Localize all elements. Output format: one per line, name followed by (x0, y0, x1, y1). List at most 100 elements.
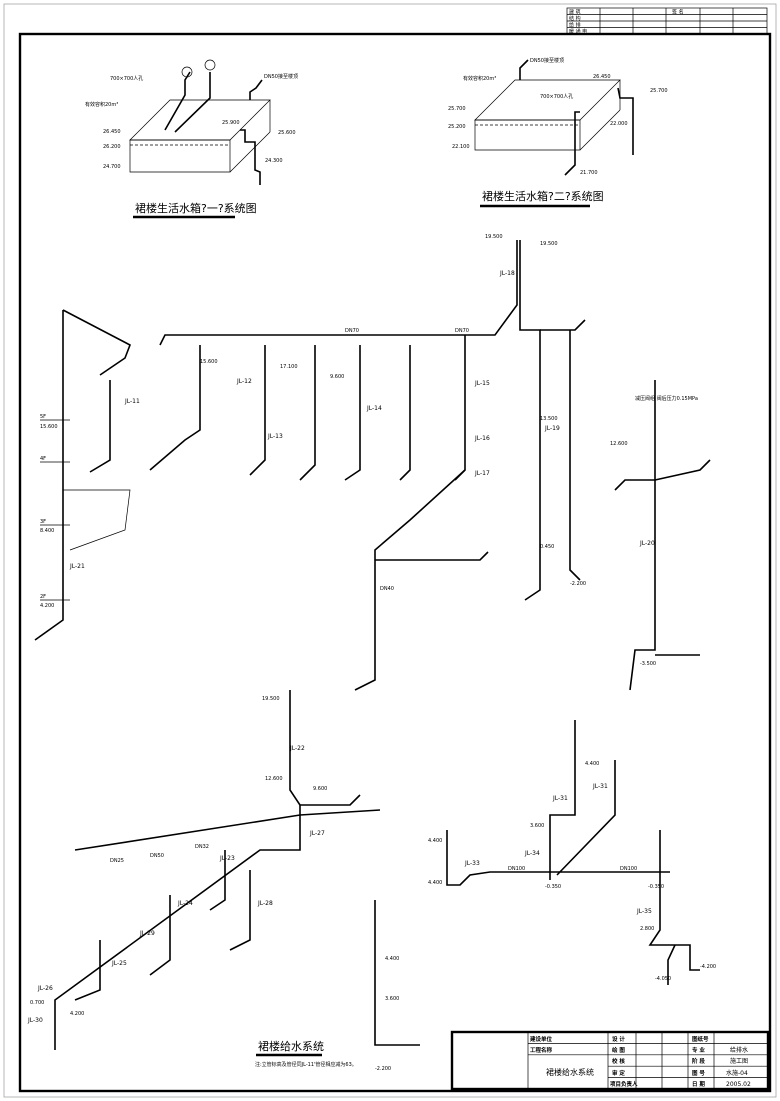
lower-left-piping-system: 19.500 12.600 JL-22 9.600 JL-23 JL-24 JL… (27, 690, 420, 1072)
tank-1-diagram: 700×700人孔 有效容积20m³ DN50接至楼顶 26.450 26.20… (85, 59, 298, 219)
elevation-label: 0.450 (540, 544, 554, 550)
tb-label: 图 号 (692, 1069, 705, 1077)
elevation-label: -2.200 (570, 581, 586, 587)
elevation-label: 25.600 (278, 130, 296, 136)
elevation-label: 24.700 (103, 164, 121, 170)
elevation-label: 12.600 (610, 441, 628, 447)
tb-label: 设 计 (612, 1035, 625, 1043)
elevation-label: 19.500 (540, 241, 558, 247)
diameter-label: DN70 (455, 328, 469, 334)
elevation-label: -0.350 (545, 884, 561, 890)
elevation-label: 2.800 (640, 926, 654, 932)
riser-label: JL-12 (236, 378, 252, 385)
riser-label: JL-25 (111, 960, 127, 967)
elevation-label: -2.200 (375, 1066, 391, 1072)
floor-label: 4F (40, 456, 46, 462)
tb-label: 工程名称 (530, 1046, 553, 1054)
riser-label: JL-23 (219, 855, 235, 862)
tb-label: 图纸号 (692, 1035, 709, 1043)
sig-col-label: 签 名 (672, 9, 684, 16)
riser-label: JL-28 (257, 900, 273, 907)
elevation-label: 13.500 (540, 416, 558, 422)
tb-value: 给排水 (730, 1046, 748, 1054)
tb-label: 校 核 (612, 1057, 625, 1065)
sig-label: 建 筑 (569, 9, 581, 16)
riser-label: JL-29 (139, 930, 155, 937)
riser-label: JL-33 (464, 860, 480, 867)
elevation-label: 0.700 (30, 1000, 44, 1006)
title-block: 建设单位 工程名称 裙楼给水系统 设 计 绘 图 校 核 审 定 项目负责人 图… (450, 1030, 770, 1091)
elevation-label: 3.600 (385, 996, 399, 1002)
tank1-title: 裙楼生活水箱?一?系统图 (135, 201, 257, 215)
upper-piping-system: 5F 4F 3F 2F 15.600 8.400 4.200 15.600 17… (34, 234, 711, 691)
riser-label: JL-31 (552, 795, 568, 802)
elevation-label: 15.600 (200, 359, 218, 365)
tb-label: 专 业 (692, 1046, 705, 1054)
tb-label: 绘 图 (612, 1046, 625, 1054)
diameter-label: DN32 (195, 844, 209, 850)
floor-label: 2F (40, 594, 46, 600)
elevation-label: 9.600 (330, 374, 344, 380)
riser-label: JL-31 (592, 783, 608, 790)
diameter-label: DN100 (508, 866, 525, 872)
tb-label: 建设单位 (530, 1035, 553, 1043)
elevation-label: 15.600 (40, 424, 58, 430)
elevation-label: 17.100 (280, 364, 298, 370)
riser-label: JL-16 (474, 435, 490, 442)
drawing-name: 裙楼给水系统 (546, 1067, 594, 1077)
sig-label: 结 构 (569, 15, 581, 22)
tank2-title: 裙楼生活水箱?二?系统图 (482, 189, 604, 203)
tb-value: 2005.02 (726, 1081, 751, 1088)
riser-label: JL-30 (27, 1017, 43, 1024)
riser-label: JL-27 (309, 830, 325, 837)
elevation-label: 4.400 (428, 880, 442, 886)
elevation-label: 3.600 (530, 823, 544, 829)
riser-label: JL-13 (267, 433, 283, 440)
elevation-label: 8.400 (40, 528, 54, 534)
riser-label: JL-17 (474, 470, 490, 477)
elevation-label: -3.500 (640, 661, 656, 667)
riser-label: JL-15 (474, 380, 490, 387)
tb-label: 日 期 (692, 1080, 705, 1088)
elevation-label: 4.400 (428, 838, 442, 844)
elevation-label: 25.700 (448, 106, 466, 112)
tb-label: 审 定 (612, 1069, 625, 1077)
diameter-label: DN100 (620, 866, 637, 872)
tank1-size: 700×700人孔 (110, 75, 143, 82)
elevation-label: 19.500 (485, 234, 503, 240)
floor-label: 3F (40, 519, 46, 525)
tb-label: 阶 段 (692, 1057, 705, 1065)
elevation-label: 25.900 (222, 120, 240, 126)
floor-label: 5F (40, 414, 46, 420)
tank-2-diagram: 700×700人孔 有效容积20m³ DN50接至楼顶 26.450 25.70… (448, 57, 668, 208)
riser-label: JL-20 (639, 540, 655, 547)
riser-label: JL-19 (544, 425, 560, 432)
elevation-label: 26.200 (103, 144, 121, 150)
elevation-label: 22.000 (610, 121, 628, 127)
riser-label: JL-34 (524, 850, 540, 857)
riser-label: JL-35 (636, 908, 652, 915)
elevation-label: 25.700 (650, 88, 668, 94)
elevation-label: -4.200 (700, 964, 716, 970)
riser-label: JL-24 (177, 900, 193, 907)
lower-right-piping-system: JL-33 JL-34 JL-31 JL-31 JL-35 4.400 4.40… (428, 720, 716, 985)
elevation-label: 4.200 (40, 603, 54, 609)
riser-label: JL-26 (37, 985, 53, 992)
prv-annotation: 减压阀组 阀后压力0.15MPa (635, 395, 698, 402)
tank2-callout: DN50接至楼顶 (530, 57, 564, 64)
tb-value: 水施-04 (726, 1069, 748, 1077)
elevation-label: 26.450 (593, 74, 611, 80)
riser-label: JL-21 (69, 563, 85, 570)
tank1-volume: 有效容积20m³ (85, 101, 118, 108)
riser-label: JL-11 (124, 398, 140, 405)
tank2-volume: 有效容积20m³ (463, 75, 496, 82)
elevation-label: 9.600 (313, 786, 327, 792)
diameter-label: DN70 (345, 328, 359, 334)
system-title: 裙楼给水系统 (258, 1039, 324, 1053)
elevation-label: -0.350 (648, 884, 664, 890)
signature-block: 建 筑 结 构 给 排 暖 通 电 签 名 (566, 7, 768, 35)
note-text: 注:立管标高及管径同JL-11'管径相应减为63。 (255, 1061, 357, 1068)
elevation-label: 22.100 (452, 144, 470, 150)
sheet-edge (3, 3, 777, 1098)
